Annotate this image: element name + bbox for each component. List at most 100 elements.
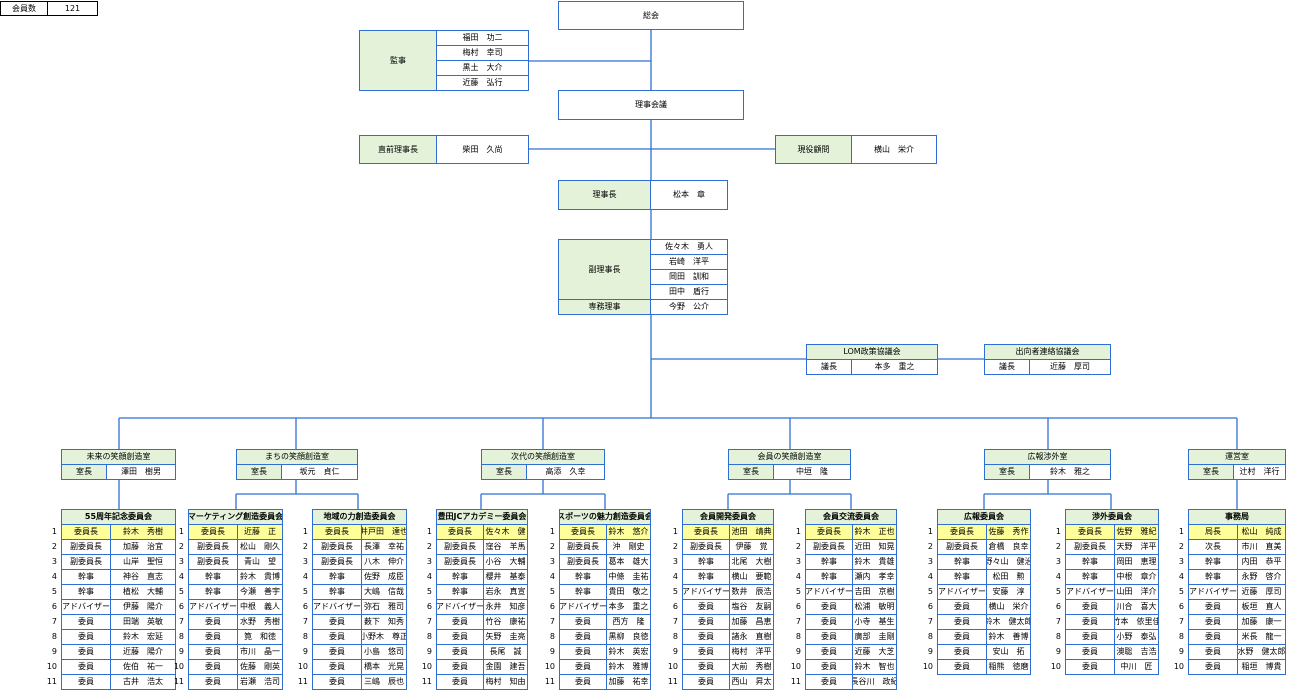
row-number: 1: [51, 527, 57, 536]
row-number: 7: [927, 617, 933, 626]
member-role: 委員長: [312, 524, 362, 540]
president-name: 松本 章: [650, 180, 728, 210]
vice-president-name: 岩崎 洋平: [650, 254, 728, 270]
member-name: 竹谷 康祐: [483, 614, 528, 630]
member-name: 鈴木 貴雄: [852, 554, 897, 570]
row-number: 11: [297, 677, 308, 686]
member-role: 委員: [1065, 614, 1115, 630]
row-number: 9: [672, 647, 678, 656]
member-name: 鈴木 秀樹: [110, 524, 176, 540]
member-name: 池田 靖典: [729, 524, 774, 540]
liaison-council-title: 出向者連絡協議会: [984, 344, 1111, 360]
member-role: 委員: [937, 614, 987, 630]
row-number: 7: [178, 617, 184, 626]
office-title: 未来の笑顔創造室: [61, 449, 176, 465]
row-number: 6: [1178, 602, 1184, 611]
member-name: 永野 啓介: [1237, 569, 1286, 585]
member-role: 副委員長: [312, 539, 362, 555]
member-name: 稲垣 博貴: [1237, 659, 1286, 675]
row-number: 4: [426, 572, 432, 581]
member-role: アドバイザー: [312, 599, 362, 615]
member-role: アドバイザー: [559, 599, 607, 615]
row-number: 7: [426, 617, 432, 626]
member-role: 委員: [188, 614, 238, 630]
lom-council-role: 議長: [806, 359, 852, 375]
member-name: 近藤 陽介: [110, 644, 176, 660]
row-number: 4: [795, 572, 801, 581]
member-role: 幹事: [1188, 569, 1238, 585]
committee-title: マーケティング創造委員会: [188, 509, 283, 525]
office-head-name: 中垣 隆: [773, 464, 851, 480]
row-number: 3: [178, 557, 184, 566]
member-name: 佐藤 秀作: [986, 524, 1031, 540]
member-name: 長澤 幸祐: [361, 539, 407, 555]
row-number: 6: [302, 602, 308, 611]
row-number: 5: [549, 587, 555, 596]
member-name: 鈴木 健太郎: [986, 614, 1031, 630]
member-role: 委員: [559, 659, 607, 675]
row-number: 11: [790, 677, 801, 686]
member-name: 沖 剛史: [606, 539, 651, 555]
row-number: 8: [927, 632, 933, 641]
advisor-name: 横山 栄介: [851, 135, 937, 164]
member-name: 松田 勲: [986, 569, 1031, 585]
row-number: 5: [672, 587, 678, 596]
member-role: 副委員長: [436, 554, 484, 570]
member-role: アドバイザー: [1065, 584, 1115, 600]
row-number: 2: [302, 542, 308, 551]
member-role: 委員: [1065, 659, 1115, 675]
row-number: 6: [927, 602, 933, 611]
row-number: 10: [667, 662, 678, 671]
member-role: 副委員長: [559, 539, 607, 555]
office-role: 室長: [61, 464, 107, 480]
row-number: 6: [795, 602, 801, 611]
row-number: 1: [1055, 527, 1061, 536]
member-name: 小島 悠司: [361, 644, 407, 660]
committee-title: 豊田JCアカデミー委員会: [436, 509, 528, 525]
member-role: 委員長: [937, 524, 987, 540]
office-title: 会員の笑顔創造室: [728, 449, 851, 465]
member-name: 八木 伸介: [361, 554, 407, 570]
member-role: 委員: [682, 614, 730, 630]
member-name: 諸永 直樹: [729, 629, 774, 645]
row-number: 11: [46, 677, 57, 686]
member-role: 委員: [805, 614, 853, 630]
row-number: 7: [549, 617, 555, 626]
member-name: 野々山 健治: [986, 554, 1031, 570]
row-number: 4: [1055, 572, 1061, 581]
member-role: 委員: [188, 629, 238, 645]
member-name: 佐藤 剛英: [237, 659, 283, 675]
member-role: アドバイザー: [61, 599, 111, 615]
member-role: 幹事: [805, 569, 853, 585]
committee-title: 会員交流委員会: [805, 509, 897, 525]
committee-title: 事務局: [1188, 509, 1286, 525]
member-role: 幹事: [188, 584, 238, 600]
office-title: 次代の笑顔創造室: [481, 449, 605, 465]
row-number: 9: [927, 647, 933, 656]
member-name: 本多 重之: [606, 599, 651, 615]
member-count-value: 121: [47, 1, 98, 16]
member-name: 岡田 恵理: [1114, 554, 1159, 570]
row-number: 2: [795, 542, 801, 551]
member-name: 加藤 昌恵: [729, 614, 774, 630]
member-role: 委員: [1065, 629, 1115, 645]
row-number: 9: [795, 647, 801, 656]
member-name: 鈴木 善博: [986, 629, 1031, 645]
member-role: 幹事: [937, 569, 987, 585]
member-role: 幹事: [682, 569, 730, 585]
member-role: 委員長: [61, 524, 111, 540]
member-name: 長谷川 政紀: [852, 674, 897, 690]
vice-president-name: 岡田 訓和: [650, 269, 728, 285]
office-head-name: 坂元 貞仁: [281, 464, 358, 480]
member-role: 委員: [312, 674, 362, 690]
member-name: 永井 知彦: [483, 599, 528, 615]
row-number: 10: [1173, 662, 1184, 671]
member-name: 古井 浩太: [110, 674, 176, 690]
member-name: 吉田 京樹: [852, 584, 897, 600]
member-name: 水野 健太郎: [1237, 644, 1286, 660]
row-number: 7: [1178, 617, 1184, 626]
row-number: 7: [302, 617, 308, 626]
past-president-title: 直前理事長: [359, 135, 437, 164]
row-number: 3: [1055, 557, 1061, 566]
member-role: 委員: [188, 644, 238, 660]
